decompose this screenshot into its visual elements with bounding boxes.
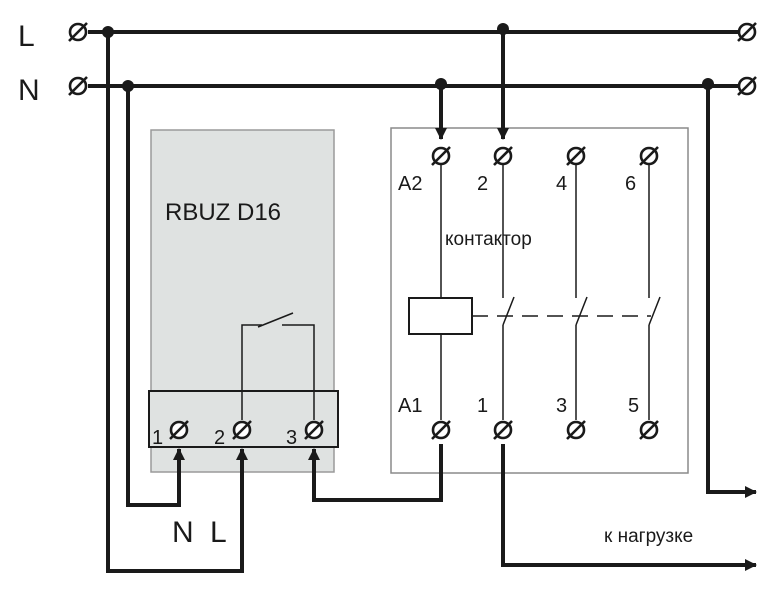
contactor-terminal-a2-slash <box>431 146 451 166</box>
relay-terminal-3-screw-icon <box>304 420 324 440</box>
wire-load-phase <box>501 444 757 571</box>
neutral-line-terminal-left-screw-icon <box>68 76 88 96</box>
relay-name: RBUZ D16 <box>165 199 281 226</box>
relay-terminal-3-slash <box>304 420 324 440</box>
contactor-terminal-6-screw-icon <box>639 146 659 166</box>
relay-terminal-1-screw-icon <box>169 420 189 440</box>
contactor-terminal-a1-slash <box>431 420 451 440</box>
wire-l-to-relay-2 <box>106 32 248 573</box>
contactor-terminal-a1-screw-icon <box>431 420 451 440</box>
neutral-label: N <box>18 74 40 107</box>
load-label: к нагрузке <box>604 526 693 547</box>
phase-line-terminal-right-screw-icon <box>737 22 757 42</box>
contact-blades <box>502 296 661 326</box>
contactor-terminal-4-slash <box>566 146 586 166</box>
contactor-top-label-2: 2 <box>477 173 488 195</box>
contactor-terminal-2-screw-icon <box>493 146 513 166</box>
contactor-terminal-5-slash <box>639 420 659 440</box>
contactor-terminal-2-slash <box>493 146 513 166</box>
relay-terminal-2-label: 2 <box>214 427 225 449</box>
contactor-bottom-label-3: 3 <box>556 395 567 417</box>
relay-switch-blade <box>257 312 294 328</box>
contactor-terminal-4-screw-icon <box>566 146 586 166</box>
relay-input-n-label: N <box>172 516 194 549</box>
wire-n-to-relay-1 <box>126 86 185 507</box>
neutral-line-terminal-right-screw-icon <box>737 76 757 96</box>
contactor-bottom-label-1: 1 <box>477 395 488 417</box>
contactor-name: контактор <box>445 229 532 250</box>
junction-dot <box>102 26 114 38</box>
contactor-terminal-5-screw-icon <box>639 420 659 440</box>
contactor-coil <box>408 297 473 335</box>
relay-terminal-1-label: 1 <box>152 427 163 449</box>
neutral-line-terminal-left-slash <box>68 76 88 96</box>
contactor-bottom-label-a1: A1 <box>398 395 422 417</box>
relay-terminal-2-screw-icon <box>232 420 252 440</box>
contactor-terminal-a2-screw-icon <box>431 146 451 166</box>
junction-dot <box>122 80 134 92</box>
phase-line-terminal-right-slash <box>737 22 757 42</box>
contactor-top-label-4: 4 <box>556 173 567 195</box>
wire-load-neutral <box>706 86 757 498</box>
contactor-terminal-1-slash <box>493 420 513 440</box>
contactor-terminal-6-slash <box>639 146 659 166</box>
junction-dot <box>435 78 447 90</box>
phase-label: L <box>18 20 35 53</box>
contactor-terminal-3-slash <box>566 420 586 440</box>
contactor-terminal-1-screw-icon <box>493 420 513 440</box>
contactor-bottom-label-5: 5 <box>628 395 639 417</box>
junction-dot <box>702 78 714 90</box>
wire-relay-3-to-a1 <box>308 444 443 502</box>
terminals <box>68 22 757 440</box>
relay-terminal-2-slash <box>232 420 252 440</box>
phase-line-terminal-left-slash <box>68 22 88 42</box>
phase-line-terminal-left-screw-icon <box>68 22 88 42</box>
neutral-line-terminal-right-slash <box>737 76 757 96</box>
junction-dot <box>497 23 509 35</box>
relay-terminal-3-label: 3 <box>286 427 297 449</box>
relay-internal-wire <box>241 324 315 420</box>
contactor-top-label-6: 6 <box>625 173 636 195</box>
relay-terminal-1-slash <box>169 420 189 440</box>
contactor-terminal-3-screw-icon <box>566 420 586 440</box>
relay-input-l-label: L <box>210 516 227 549</box>
contactor-top-label-a2: A2 <box>398 173 422 195</box>
